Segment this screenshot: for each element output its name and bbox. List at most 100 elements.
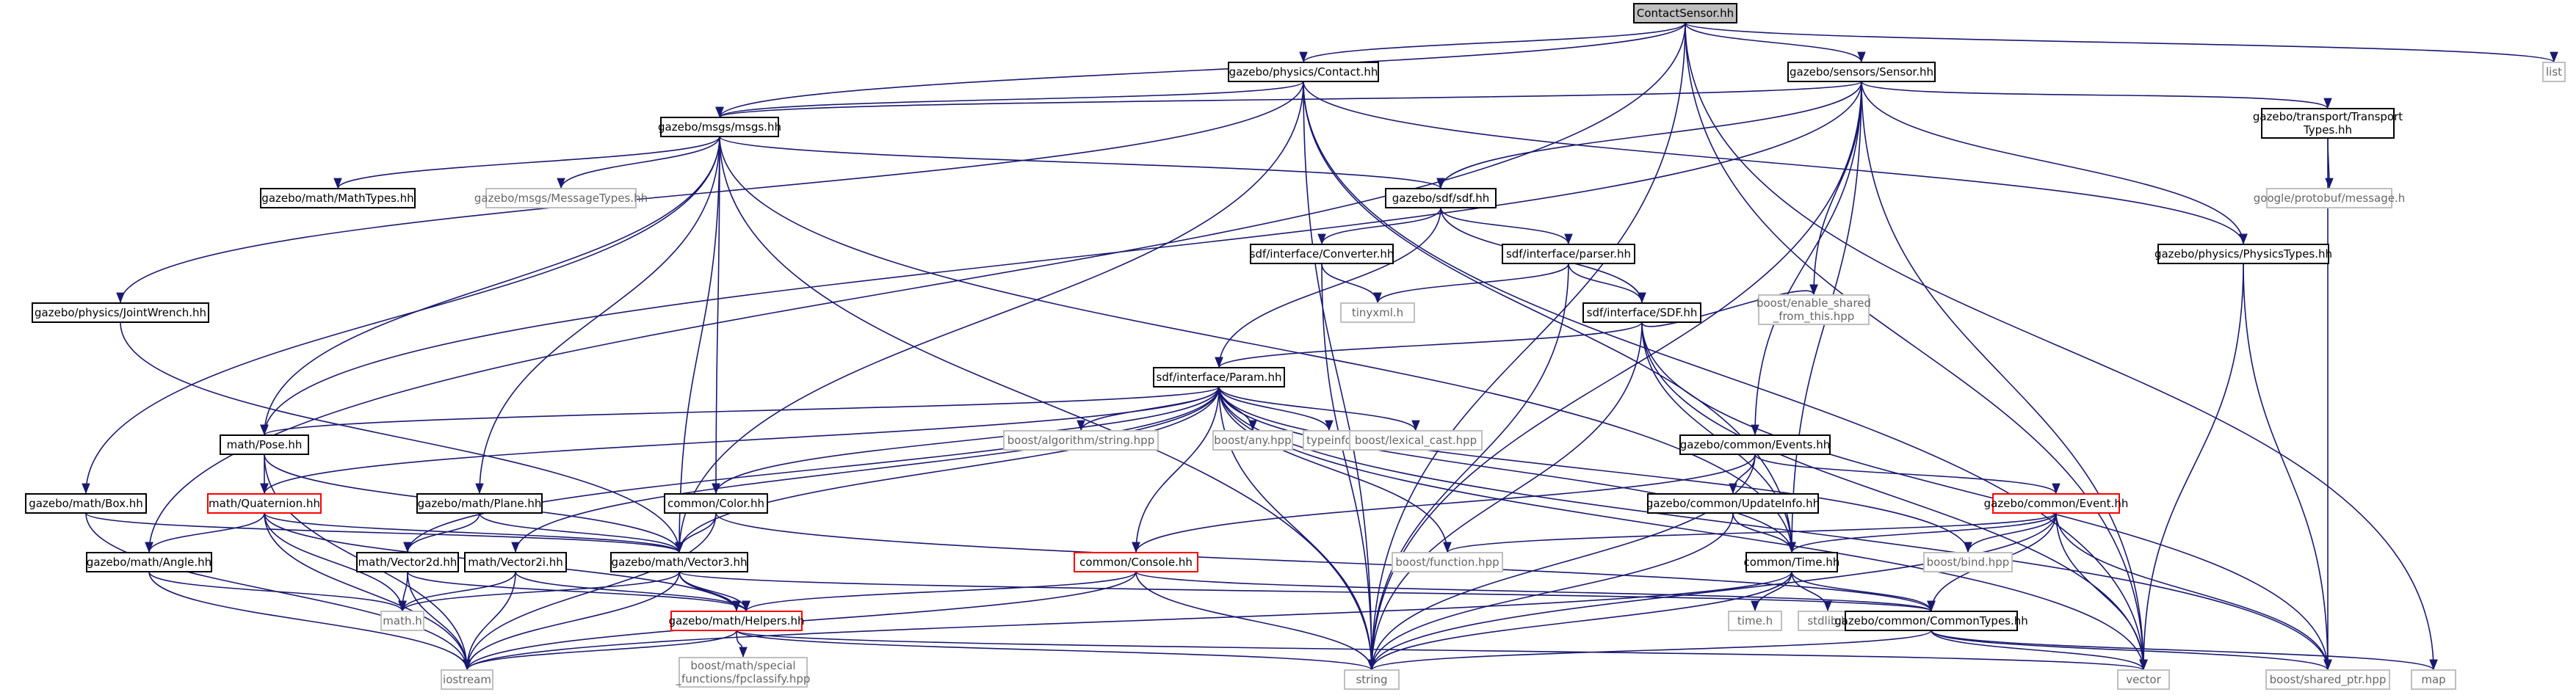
- node-plane[interactable]: gazebo/math/Plane.hh: [416, 493, 543, 514]
- node-label: gazebo/common/Events.hh: [1680, 438, 1831, 451]
- node-box: [664, 493, 768, 514]
- node-msgtypes: gazebo/msgs/MessageTypes.hh: [474, 188, 648, 208]
- node-vector2i[interactable]: math/Vector2i.hh: [464, 552, 567, 572]
- node-label: stdlib.h: [1807, 614, 1848, 627]
- edge-quaternion-to-mathh: [264, 512, 407, 612]
- node-sdfsdf[interactable]: sdf/interface/SDF.hh: [1582, 302, 1701, 323]
- node-box: [1502, 244, 1635, 264]
- node-jointwrench[interactable]: gazebo/physics/JointWrench.hh: [32, 302, 209, 323]
- node-label: vector: [2126, 673, 2161, 686]
- node-event[interactable]: gazebo/common/Event.hh: [1984, 493, 2129, 514]
- edge-sdfsdf-to-sharedptr: [1641, 321, 2332, 671]
- node-label: gazebo/physics/Contact.hh: [1229, 65, 1378, 79]
- node-box: [1758, 294, 1870, 325]
- edge-param-to-console: [1132, 386, 1220, 553]
- node-label: gazebo/transport/Transport: [2253, 110, 2403, 123]
- node-label: gazebo/common/UpdateInfo.hh: [1646, 497, 1820, 510]
- edge-contact-to-physicstypes: [1303, 81, 2248, 245]
- node-mathtypes[interactable]: gazebo/math/MathTypes.hh: [260, 188, 416, 208]
- node-vector2d[interactable]: math/Vector2d.hh: [356, 552, 459, 572]
- node-box: [1340, 302, 1415, 323]
- edge-vector2d-to-iostream: [407, 571, 471, 671]
- node-box: [2117, 669, 2170, 690]
- node-time[interactable]: common/Time.hh: [1744, 552, 1840, 572]
- node-map: map: [2411, 669, 2456, 690]
- node-label: gazebo/math/Vector3.hh: [612, 556, 748, 569]
- node-console[interactable]: common/Console.hh: [1074, 552, 1198, 572]
- edge-msgs-to-msgtypes: [557, 136, 720, 189]
- edge-parser-to-sdfsdf: [1568, 263, 1646, 304]
- node-label: math.h: [383, 614, 422, 627]
- edge-contact-to-string: [1303, 81, 1376, 671]
- edge-box-to-vector3: [85, 512, 684, 553]
- node-label: sdf/interface/Converter.hh: [1250, 247, 1394, 261]
- node-box: [670, 611, 803, 631]
- node-label: typeinfo: [1306, 434, 1352, 447]
- edge-event-to-sharedptr: [2055, 512, 2332, 671]
- node-lexical: boost/lexical_cast.hpp: [1349, 430, 1483, 451]
- node-box: [86, 552, 212, 572]
- node-box: [1582, 302, 1701, 323]
- edge-converter-to-tinyxml: [1321, 263, 1382, 304]
- node-quaternion[interactable]: math/Quaternion.hh: [207, 493, 322, 514]
- edge-sensor-to-sdf: [1436, 81, 1862, 189]
- edge-param-to-vector3: [675, 386, 1220, 553]
- edge-sensor-to-msgs: [715, 81, 1862, 118]
- node-label: common/Color.hh: [667, 497, 764, 510]
- edge-vector3-to-mathh: [398, 571, 680, 612]
- node-events[interactable]: gazebo/common/Events.hh: [1679, 434, 1831, 455]
- edge-param-to-function: [1218, 386, 1452, 553]
- node-color[interactable]: common/Color.hh: [664, 493, 768, 514]
- node-box: [2265, 669, 2390, 690]
- edge-time-to-string: [1367, 571, 1792, 671]
- edge-sensor-to-transport: [1861, 81, 2332, 109]
- node-box: [2157, 244, 2329, 264]
- edge-sensor-to-vector: [1861, 81, 2148, 671]
- edge-msgs-to-color: [712, 136, 720, 495]
- edge-vector2i-to-mathh: [398, 571, 516, 612]
- edge-msgs-to-time: [719, 136, 1796, 553]
- node-vector3[interactable]: gazebo/math/Vector3.hh: [610, 552, 748, 572]
- edge-param-to-vector2i: [511, 386, 1220, 553]
- node-contact[interactable]: gazebo/physics/Contact.hh: [1228, 62, 1379, 82]
- node-box: [1745, 552, 1838, 572]
- node-root[interactable]: ContactSensor.hh: [1633, 3, 1737, 23]
- node-param[interactable]: sdf/interface/Param.hh: [1153, 367, 1285, 387]
- node-algostring: boost/algorithm/string.hpp: [1003, 430, 1159, 451]
- node-box: [2542, 62, 2566, 82]
- node-commontypes[interactable]: gazebo/common/CommonTypes.hh: [1834, 611, 2028, 631]
- node-angle[interactable]: gazebo/math/Angle.hh: [86, 552, 212, 572]
- node-box: [1845, 611, 2018, 631]
- node-tinyxml: tinyxml.h: [1340, 302, 1415, 323]
- node-msgs[interactable]: gazebo/msgs/msgs.hh: [658, 117, 781, 137]
- node-label: gazebo/common/Event.hh: [1984, 497, 2129, 510]
- node-pose[interactable]: math/Pose.hh: [220, 434, 309, 455]
- edge-sensor-to-physicstypes: [1861, 81, 2248, 245]
- edge-root-to-vector: [1685, 22, 2148, 671]
- node-updateinfo[interactable]: gazebo/common/UpdateInfo.hh: [1646, 493, 1820, 514]
- edge-sensor-to-pose: [260, 81, 1862, 436]
- node-sdf[interactable]: gazebo/sdf/sdf.hh: [1385, 188, 1497, 208]
- node-sensor[interactable]: gazebo/sensors/Sensor.hh: [1787, 62, 1936, 82]
- node-box[interactable]: gazebo/math/Box.hh: [25, 493, 147, 514]
- edge-time-to-timeh: [1751, 571, 1792, 612]
- node-box: [416, 493, 543, 514]
- node-box: [32, 302, 209, 323]
- node-box: [1992, 493, 2120, 514]
- edge-param-to-algostring: [1077, 386, 1220, 432]
- edge-plane-to-vector2d: [403, 512, 480, 553]
- edge-msgs-to-mathtypes: [333, 136, 720, 189]
- node-helpers[interactable]: gazebo/math/Helpers.hh: [668, 611, 805, 631]
- node-parser[interactable]: sdf/interface/parser.hh: [1502, 244, 1635, 264]
- edge-root-to-string: [1367, 22, 1686, 671]
- node-physicstypes[interactable]: gazebo/physics/PhysicsTypes.hh: [2154, 244, 2332, 264]
- edge-layer: [82, 22, 2558, 671]
- edge-vector2i-to-iostream: [463, 571, 516, 671]
- edge-sdfsdf-to-param: [1215, 321, 1643, 368]
- edge-param-to-color: [712, 386, 1220, 495]
- node-label: boost/lexical_cast.hpp: [1355, 434, 1477, 448]
- node-converter[interactable]: sdf/interface/Converter.hh: [1250, 244, 1394, 264]
- edge-quaternion-to-vector3: [264, 512, 684, 553]
